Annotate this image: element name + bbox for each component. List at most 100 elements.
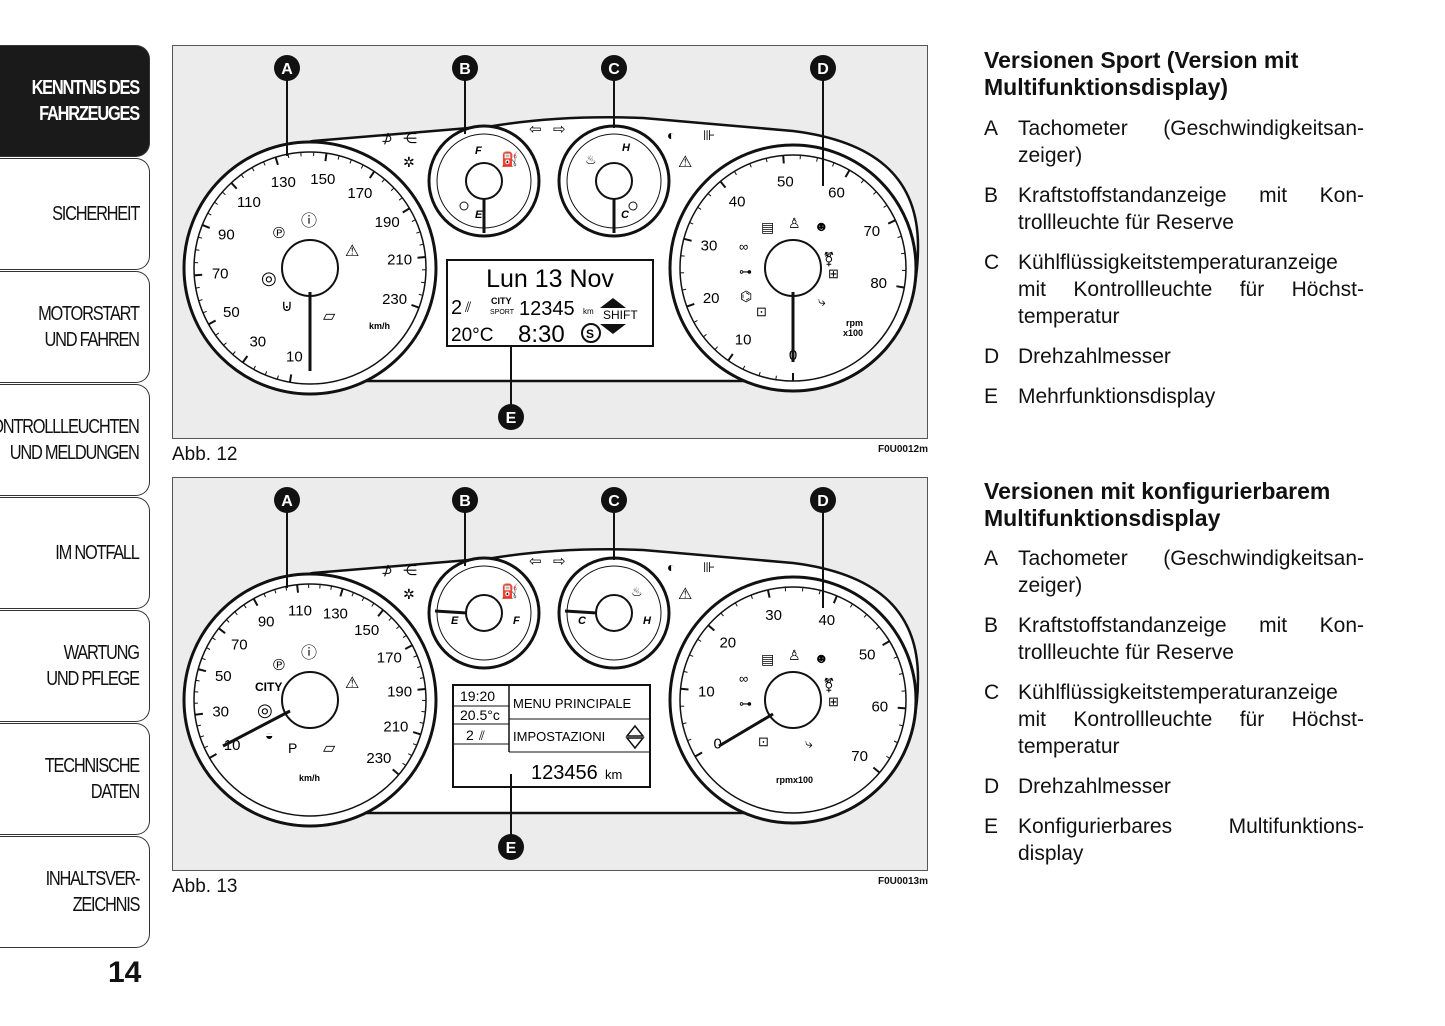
speed2-tick-mark bbox=[209, 753, 217, 759]
speed2-minor-tick bbox=[243, 604, 247, 609]
oil-pressure-icon-2: ⤷ bbox=[805, 735, 813, 751]
rpm-tick-mark bbox=[686, 302, 695, 308]
sidebar-item-sicherheit[interactable]: SICHERHEIT bbox=[0, 158, 150, 270]
svg-text:D: D bbox=[817, 493, 829, 510]
speed-minor-tick bbox=[202, 310, 207, 314]
rpm2-minor-tick bbox=[818, 590, 821, 595]
speed-minor-tick bbox=[360, 164, 364, 169]
rpm-minor-tick bbox=[765, 158, 768, 163]
rpm2-minor-tick bbox=[697, 638, 702, 642]
speed-minor-tick bbox=[381, 178, 385, 183]
speed2-minor-tick bbox=[263, 593, 266, 598]
rpm-tick-mark bbox=[727, 353, 734, 362]
rpm-minor-tick bbox=[742, 365, 746, 370]
speed-minor-tick bbox=[221, 191, 226, 196]
high-beam-icon: ⊪ bbox=[703, 127, 715, 143]
speed2-tick-mark bbox=[197, 668, 207, 673]
speed2-tick-label: 230 bbox=[366, 750, 391, 767]
speed-minor-tick bbox=[195, 249, 200, 251]
speed-minor-tick bbox=[251, 167, 255, 172]
rpm-tick-mark bbox=[683, 237, 692, 242]
cruise-icon: ◒ bbox=[265, 727, 273, 743]
door-open-icon: ▱ bbox=[323, 308, 336, 325]
callout-d: D bbox=[810, 55, 836, 81]
speed2-minor-tick bbox=[419, 677, 424, 679]
speed-tick-mark bbox=[417, 256, 426, 259]
speed-unit: km/h bbox=[369, 321, 390, 331]
speed-tick-mark bbox=[411, 303, 420, 309]
speed2-minor-tick bbox=[195, 679, 200, 682]
speed-minor-tick bbox=[349, 159, 352, 164]
steering-icon: ◎ bbox=[261, 268, 277, 288]
rear-fog-icon-2: ✲ bbox=[403, 586, 415, 602]
rpm-tick-label: 50 bbox=[777, 173, 794, 190]
rpm-minor-tick bbox=[860, 179, 865, 184]
speed2-tick-label: 170 bbox=[377, 650, 402, 667]
sidebar-item-technische-daten[interactable]: TECHNISCHE DATEN bbox=[0, 723, 150, 835]
speed2-minor-tick bbox=[371, 602, 375, 607]
rpm-minor-tick bbox=[901, 252, 906, 255]
fuel-full-label: F bbox=[475, 145, 482, 157]
scroll-up-icon bbox=[625, 724, 645, 737]
speed2-minor-tick bbox=[201, 657, 206, 661]
door-open-icon-2: ▱ bbox=[323, 740, 336, 757]
speed2-tick-label: 110 bbox=[288, 603, 312, 620]
speed-minor-tick bbox=[207, 212, 212, 216]
display-gear-2: 2 bbox=[466, 727, 474, 743]
sidelight-icon-2: ⋲ bbox=[403, 562, 417, 578]
rpm-tick-mark bbox=[887, 219, 896, 225]
speed2-tick-label: 130 bbox=[323, 606, 348, 623]
svg-text:B: B bbox=[459, 61, 471, 78]
svg-text:E: E bbox=[506, 410, 517, 427]
speed-minor-tick bbox=[398, 197, 403, 201]
display-time-2: 19:20 bbox=[460, 688, 495, 704]
sidebar-item-wartung[interactable]: WARTUNG UND PFLEGE bbox=[0, 610, 150, 722]
rpm2-tick-mark bbox=[832, 595, 838, 604]
battery-icon-2: ▤ bbox=[761, 651, 774, 667]
passenger-airbag-icon-2: ⚧ bbox=[823, 677, 835, 693]
rpm2-tick-label: 30 bbox=[765, 607, 782, 624]
speed-minor-tick bbox=[240, 174, 244, 179]
fuel-pump-icon-2: ⛽ bbox=[501, 583, 518, 600]
rpm-tick-label: 70 bbox=[863, 223, 880, 240]
rpm-minor-tick bbox=[693, 319, 698, 323]
fuel-pump-icon: ⛽ bbox=[501, 151, 518, 168]
coolant-icon: ♨ bbox=[585, 152, 597, 167]
speed-tick-label: 170 bbox=[347, 185, 372, 202]
speed-minor-tick bbox=[419, 243, 424, 246]
speed-tick-mark bbox=[194, 273, 203, 277]
rpm-minor-tick bbox=[897, 235, 902, 238]
temp-cold-label: C bbox=[621, 209, 630, 221]
headlight-icon-2: ⫽ bbox=[478, 728, 485, 743]
configurable-display bbox=[452, 684, 651, 788]
sidebar-item-motorstart[interactable]: MOTORSTART UND FAHREN bbox=[0, 271, 150, 383]
rpm-minor-tick bbox=[832, 162, 835, 167]
battery-icon: ▤ bbox=[761, 219, 774, 235]
speed-minor-tick bbox=[214, 201, 218, 205]
rpm-minor-tick bbox=[758, 371, 761, 376]
airbag-icon: ☻ bbox=[814, 218, 829, 234]
rpm2-minor-tick bbox=[875, 626, 880, 630]
fuel-empty-label-2: E bbox=[451, 615, 459, 627]
rpm-tick-label: 10 bbox=[735, 331, 752, 348]
rpm2-tick-label: 50 bbox=[859, 647, 876, 664]
rpm2-tick-mark bbox=[897, 706, 906, 710]
callout-e: E bbox=[498, 404, 524, 430]
speed2-tick-label: 190 bbox=[387, 683, 412, 700]
figure-12-caption: Abb. 12 bbox=[172, 444, 238, 465]
sidebar-item-kontrollleuchten[interactable]: KONTROLLLEUCHTEN UND MELDUNGEN bbox=[0, 384, 150, 496]
rpm2-minor-tick bbox=[863, 613, 868, 618]
alternator-icon-2: ⊞ bbox=[828, 694, 839, 709]
sidebar-item-notfall[interactable]: IM NOTFALL bbox=[0, 497, 150, 609]
speed2-tick-label: 10 bbox=[224, 737, 241, 754]
sidebar-item-kenntnis[interactable]: KENNTNIS DES FAHRZEUGES bbox=[0, 45, 150, 157]
display-gear: 2 bbox=[451, 297, 462, 319]
sidebar-item-inhaltsverzeichnis[interactable]: INHALTSVER- ZEICHNIS bbox=[0, 836, 150, 948]
figure-12-code: F0U0012m bbox=[877, 444, 928, 455]
rpm2-minor-tick bbox=[898, 673, 903, 675]
glow-plug-icon-4: ∞ bbox=[739, 671, 748, 686]
figure-13-code: F0U0013m bbox=[877, 876, 928, 887]
rpm-minor-tick bbox=[775, 375, 777, 380]
